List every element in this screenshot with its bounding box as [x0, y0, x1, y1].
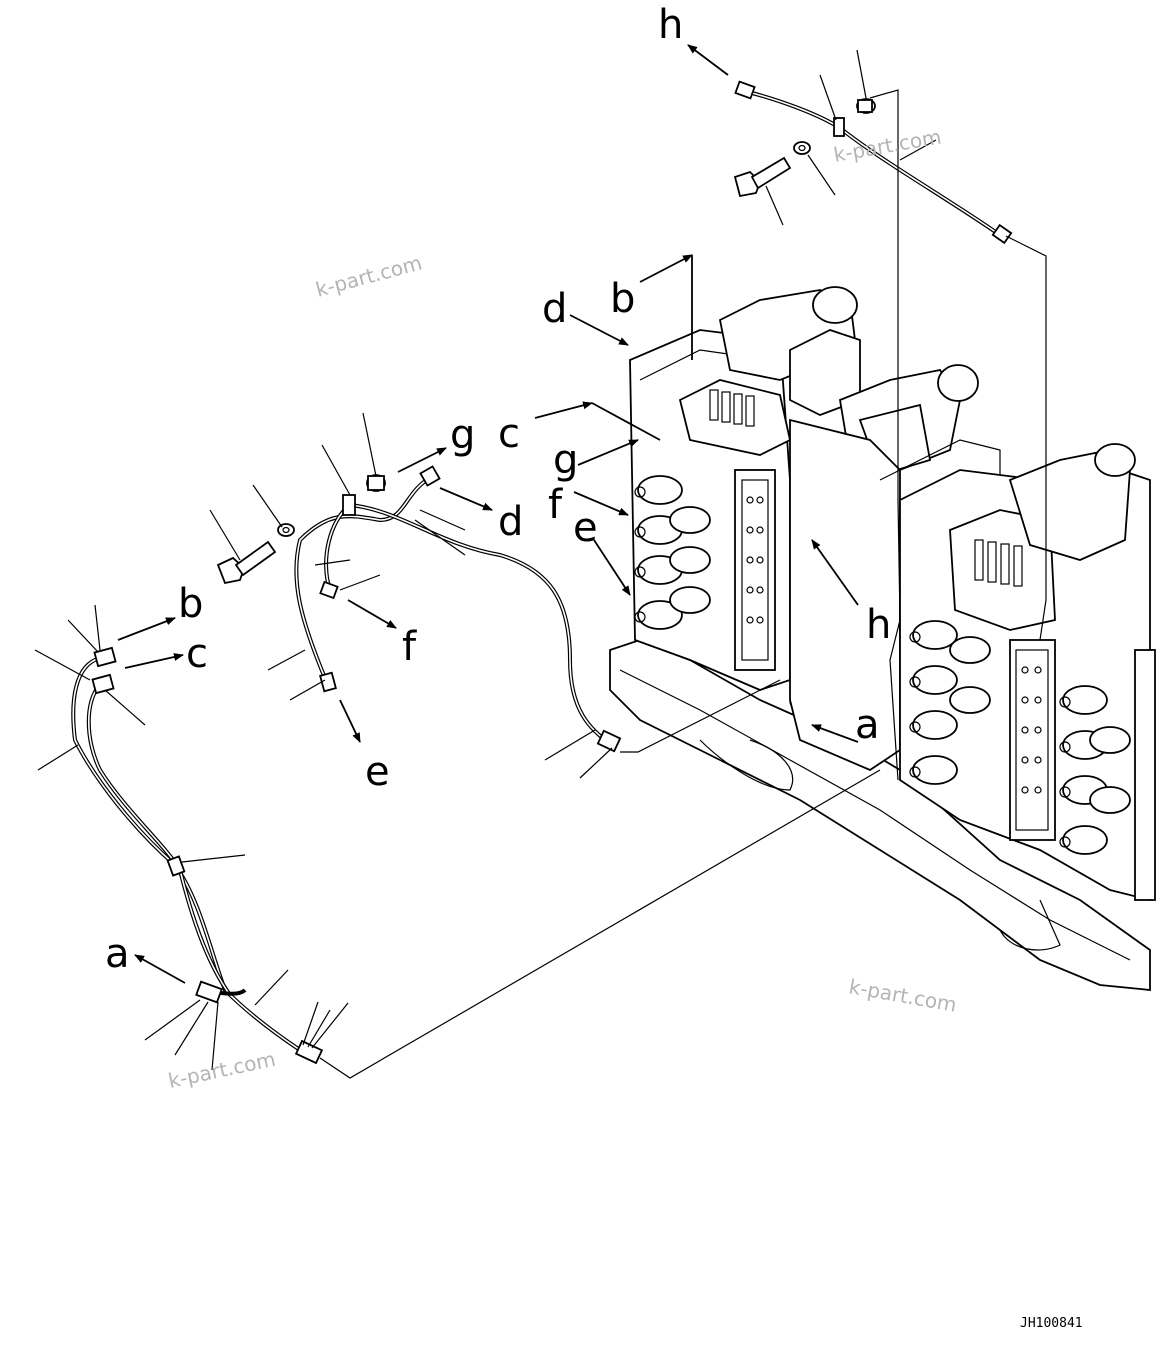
label-e-hose: e — [365, 749, 390, 795]
label-e-valve: e — [573, 505, 598, 551]
label-c-hose: c — [186, 631, 208, 677]
label-b-top: b — [610, 276, 635, 322]
control-valve-assembly — [609, 286, 1156, 991]
label-g-valve: g — [553, 437, 578, 483]
label-b-hose: b — [178, 581, 203, 627]
upper-hose-group — [733, 49, 1047, 781]
connection-arrows — [117, 44, 859, 984]
label-d-hose: d — [498, 499, 523, 545]
label-a-hose: a — [105, 931, 130, 977]
watermark: k-part.com — [847, 974, 958, 1017]
label-f-valve: f — [548, 482, 563, 528]
drawing-code: JH100841 — [1020, 1316, 1083, 1331]
label-a-valve: a — [855, 702, 880, 748]
watermark: k-part.com — [166, 1047, 278, 1093]
label-d-top: d — [542, 286, 567, 332]
label-g-hose: g — [450, 412, 475, 458]
lower-hose-group — [34, 604, 881, 1079]
label-h-valve: h — [866, 602, 891, 648]
middle-hose-group — [209, 412, 781, 779]
watermark: k-part.com — [313, 250, 424, 301]
label-c-valve: c — [498, 411, 520, 457]
connection-labels: h b d c g f e h a g d b c f e a — [105, 2, 891, 977]
label-f-hose: f — [402, 624, 417, 670]
label-h-top: h — [658, 2, 683, 48]
